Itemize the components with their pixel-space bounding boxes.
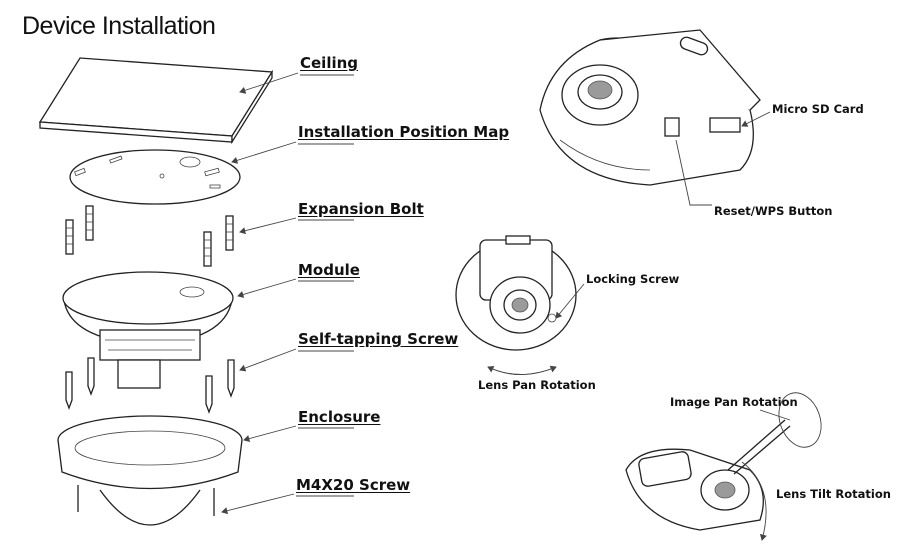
self-tapping-screw-label: Self-tapping Screw bbox=[298, 330, 459, 348]
module-label: Module bbox=[298, 261, 360, 279]
enclosure bbox=[57, 415, 243, 526]
lens-pan-label: Lens Pan Rotation bbox=[478, 378, 596, 392]
ceiling-plate bbox=[38, 57, 274, 145]
position-map-label: Installation Position Map bbox=[298, 123, 510, 141]
module bbox=[62, 271, 234, 389]
image-pan-label: Image Pan Rotation bbox=[670, 395, 798, 409]
lens-pan-arrow bbox=[487, 283, 585, 375]
reset-wps-label: Reset/WPS Button bbox=[714, 204, 833, 218]
page-title: Device Installation bbox=[22, 12, 216, 40]
camera-top-view bbox=[539, 29, 761, 186]
ceiling-label: Ceiling bbox=[300, 54, 359, 72]
camera-top-leaders bbox=[675, 111, 771, 206]
locking-screw-label: Locking Screw bbox=[586, 272, 680, 286]
rotation-arrows bbox=[741, 392, 822, 541]
micro-sd-label: Micro SD Card bbox=[772, 102, 864, 116]
expansion-bolt-label: Expansion Bolt bbox=[298, 200, 424, 218]
position-map-disk bbox=[69, 149, 241, 205]
m4x20-screw-label: M4X20 Screw bbox=[296, 476, 411, 494]
self-tapping-screws bbox=[65, 357, 235, 414]
expansion-bolts bbox=[65, 205, 234, 267]
lens-tilt-label: Lens Tilt Rotation bbox=[776, 487, 891, 501]
camera-bottom-view bbox=[625, 419, 791, 531]
left-leader-lines bbox=[221, 72, 354, 515]
camera-middle-view bbox=[455, 235, 577, 351]
enclosure-label: Enclosure bbox=[298, 408, 381, 426]
